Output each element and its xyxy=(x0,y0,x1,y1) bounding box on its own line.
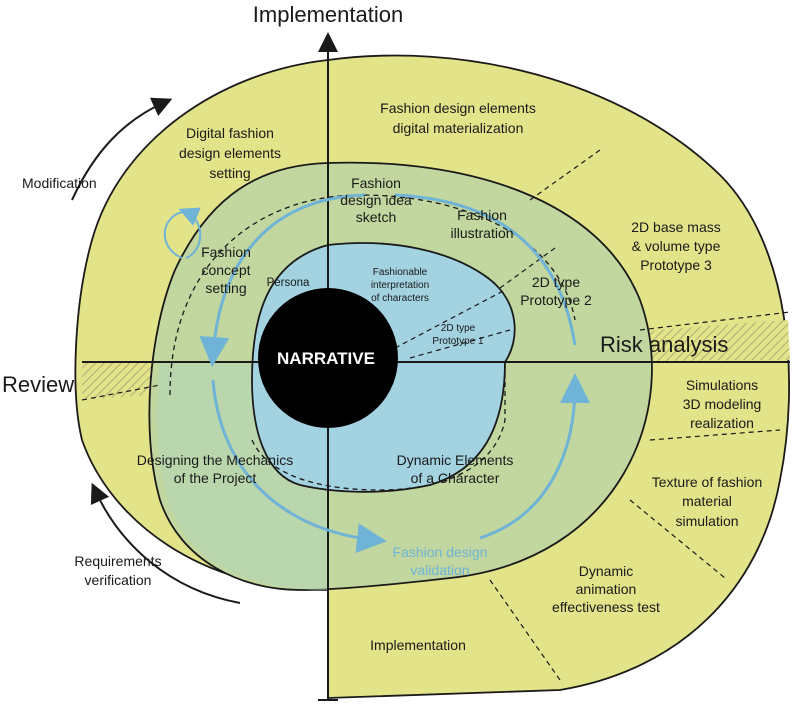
axis-label-top: Implementation xyxy=(253,2,403,27)
simulations-label-3: realization xyxy=(690,415,754,431)
divider-1 xyxy=(499,247,556,289)
prototype2-label-1: 2D type xyxy=(532,274,580,290)
prototype3-label-3: Prototype 3 xyxy=(640,257,712,273)
prototype1-label-1: 2D type xyxy=(441,323,476,334)
fashionable-label-2: interpretation xyxy=(371,280,429,291)
prototype3-label-1: 2D base mass xyxy=(631,219,720,235)
blue-spiral-arrow-bottom xyxy=(211,379,387,554)
persona-label: Persona xyxy=(267,277,310,289)
simulations-label-2: 3D modeling xyxy=(683,396,762,412)
validation-label-2: validation xyxy=(410,562,469,578)
simulations-label-1: Simulations xyxy=(686,377,758,393)
mechanics-label-1: Designing the Mechanics xyxy=(137,452,293,468)
prototype2-label-2: Prototype 2 xyxy=(520,292,592,308)
divider-2 xyxy=(394,289,506,349)
illustration-label-2: illustration xyxy=(450,225,513,241)
modification-arrow xyxy=(71,97,173,201)
blue-spiral-arrow-top xyxy=(394,193,577,346)
prototype1-label-2: Prototype 1 xyxy=(432,336,484,347)
idea-sketch-label-3: sketch xyxy=(356,209,396,225)
animation-label-3: effectiveness test xyxy=(552,599,660,615)
prototype3-label-2: & volume type xyxy=(632,238,721,254)
texture-label-3: simulation xyxy=(675,513,738,529)
digital-setting-label-1: Digital fashion xyxy=(186,125,274,141)
idea-sketch-label-2: design idea xyxy=(340,192,412,208)
concept-label-2: concept xyxy=(201,262,250,278)
idea-sketch-label-1: Fashion xyxy=(351,175,401,191)
divider-7 xyxy=(629,499,726,579)
divider-5 xyxy=(639,311,791,331)
inner-dashed-loop xyxy=(251,365,506,491)
fashionable-label-3: of characters xyxy=(371,293,429,304)
validation-label-1: Fashion design xyxy=(393,544,488,560)
divider-6 xyxy=(649,429,781,441)
concept-label-1: Fashion xyxy=(201,244,251,260)
requirements-label-1: Requirements xyxy=(74,553,161,569)
narrative-circle xyxy=(258,288,398,428)
dynamic-label-1: Dynamic Elements xyxy=(397,452,514,468)
animation-label-1: Dynamic xyxy=(579,563,633,579)
digital-setting-label-2: design elements xyxy=(179,145,281,161)
modification-label: Modification xyxy=(22,175,97,191)
illustration-label-1: Fashion xyxy=(457,207,507,223)
concept-label-3: setting xyxy=(205,280,246,296)
digital-setting-label-3: setting xyxy=(209,165,250,181)
materialization-label-1: Fashion design elements xyxy=(380,100,536,116)
blue-spiral-arrow-right xyxy=(479,373,590,540)
blue-cycle-icon xyxy=(163,212,201,259)
requirements-label-2: verification xyxy=(85,572,152,588)
implementation-label: Implementation xyxy=(370,637,466,653)
axis-label-left: Review xyxy=(2,372,74,397)
requirements-arrow xyxy=(90,482,241,604)
mechanics-label-2: of the Project xyxy=(174,470,257,486)
narrative-label: NARRATIVE xyxy=(277,349,375,368)
blue-spiral-arrow-left xyxy=(199,193,366,367)
texture-label-1: Texture of fashion xyxy=(652,474,763,490)
divider-8 xyxy=(489,579,561,681)
axis-label-right: Risk analysis xyxy=(600,332,728,357)
dynamic-label-2: of a Character xyxy=(411,470,500,486)
fashionable-label-1: Fashionable xyxy=(373,267,428,278)
materialization-label-2: digital materialization xyxy=(393,120,524,136)
animation-label-2: animation xyxy=(576,581,637,597)
divider-9 xyxy=(81,384,161,401)
texture-label-2: material xyxy=(682,493,732,509)
